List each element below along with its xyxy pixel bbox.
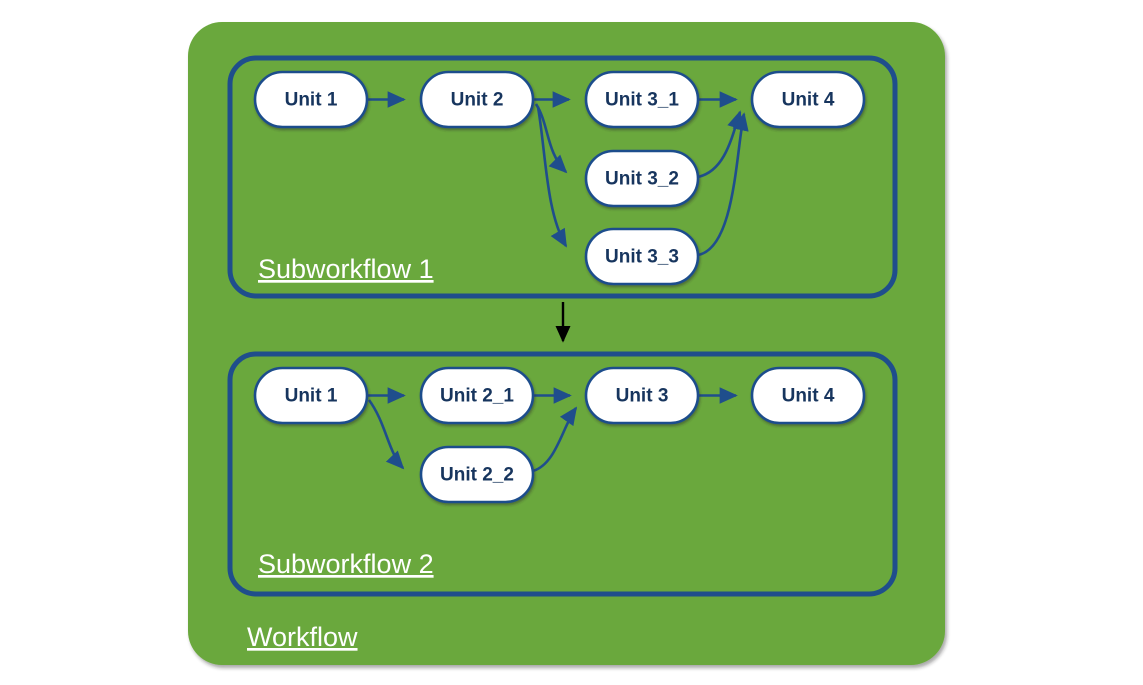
node-label: Unit 1 (285, 386, 338, 407)
node-shape[interactable] (419, 445, 535, 504)
node-sw1-unit-3-1[interactable]: Unit 3_1 (584, 70, 700, 129)
subworkflow-1-box[interactable] (227, 55, 898, 299)
node-label: Unit 1 (285, 90, 338, 111)
node-sw1-unit-3-2[interactable]: Unit 3_2 (584, 149, 700, 208)
subworkflow-1-edges (367, 91, 749, 257)
node-shape[interactable] (584, 366, 700, 425)
node-shape[interactable] (419, 366, 535, 425)
node-shape[interactable] (750, 70, 866, 129)
node-shape[interactable] (750, 366, 866, 425)
subworkflow-1-group[interactable] (227, 55, 898, 299)
node-sw2-unit-3[interactable]: Unit 3 (584, 366, 700, 425)
edge-unit1-to-unit2-2 (367, 399, 405, 470)
node-sw1-unit-2[interactable]: Unit 2 (419, 70, 535, 129)
node-shape[interactable] (253, 366, 369, 425)
subworkflow-1-nodes: Unit 1 Unit 2 Unit 3_1 Unit 3_2 Unit 3_3… (253, 70, 866, 286)
node-sw2-unit-2-1[interactable]: Unit 2_1 (419, 366, 535, 425)
edge-unit2-to-unit3-3 (536, 106, 568, 248)
node-label: Unit 2 (451, 90, 504, 111)
node-label: Unit 2_2 (440, 465, 514, 486)
node-label: Unit 3 (616, 386, 669, 407)
node-shape[interactable] (584, 149, 700, 208)
edge-unit2-2-to-unit3 (532, 406, 578, 473)
node-label: Unit 3_1 (605, 90, 679, 111)
subworkflow-2-box[interactable] (227, 351, 898, 597)
subworkflow-2-label: Subworkflow 2 (258, 549, 434, 579)
node-shape[interactable] (419, 70, 535, 129)
node-sw2-unit-4[interactable]: Unit 4 (750, 366, 866, 425)
subworkflow-2-group[interactable] (227, 351, 898, 597)
node-label: Unit 3_2 (605, 169, 679, 190)
node-label: Unit 4 (782, 90, 835, 111)
node-sw2-unit-1[interactable]: Unit 1 (253, 366, 369, 425)
subworkflow-1-label: Subworkflow 1 (258, 254, 434, 284)
subworkflow-2-nodes: Unit 1 Unit 2_1 Unit 2_2 Unit 3 Unit 4 (253, 366, 866, 504)
outer-workflow-group[interactable] (188, 22, 945, 665)
node-sw1-unit-1[interactable]: Unit 1 (253, 70, 369, 129)
node-shape[interactable] (253, 70, 369, 129)
node-sw1-unit-3-3[interactable]: Unit 3_3 (584, 227, 700, 286)
node-sw1-unit-4[interactable]: Unit 4 (750, 70, 866, 129)
node-sw2-unit-2-2[interactable]: Unit 2_2 (419, 445, 535, 504)
node-shape[interactable] (584, 227, 700, 286)
node-label: Unit 4 (782, 386, 835, 407)
node-label: Unit 2_1 (440, 386, 514, 407)
outer-workflow-box[interactable] (188, 22, 945, 665)
workflow-label: Workflow (247, 622, 358, 652)
edge-unit3-3-to-unit4 (697, 112, 749, 257)
node-shape[interactable] (584, 70, 700, 129)
subworkflow-2-edges (367, 387, 738, 473)
node-label: Unit 3_3 (605, 247, 679, 268)
